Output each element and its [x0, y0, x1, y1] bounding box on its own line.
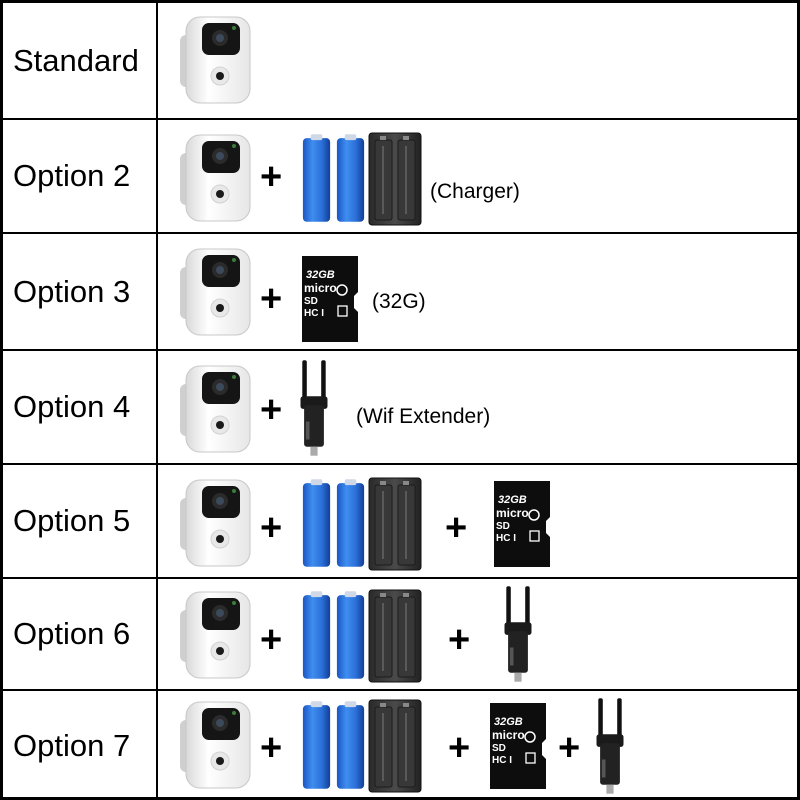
row-label: Option 5: [3, 465, 158, 577]
plus-sign: +: [260, 156, 283, 198]
row-label: Option 6: [3, 579, 158, 689]
plus-sign: +: [260, 389, 283, 431]
charger-note: (Charger): [430, 180, 520, 203]
wifi-extender-icon: [500, 581, 536, 687]
security-camera-icon: [178, 363, 258, 455]
row-content: + (Charger): [160, 120, 800, 232]
battery-charger-icon: [368, 132, 422, 226]
security-camera-icon: [178, 246, 258, 338]
plus-sign: +: [558, 727, 581, 769]
microsd-card-icon: [486, 701, 550, 791]
battery-charger-icon: [368, 589, 422, 683]
plus-sign: +: [448, 619, 471, 661]
plus-sign: +: [445, 507, 468, 549]
row-content: + +: [160, 465, 800, 577]
wifi-extender-icon: [592, 693, 628, 799]
row-label: Option 3: [3, 234, 158, 349]
table-row-option-5: Option 5 + +: [3, 465, 800, 579]
row-content: + (Wif Extender): [160, 351, 800, 463]
row-content: + +: [160, 579, 800, 689]
microsd-card-icon: [490, 479, 554, 569]
battery-charger-icon: [368, 699, 422, 793]
battery-pair-icon: [300, 589, 368, 681]
table-row-option-4: Option 4 + (Wif Extender): [3, 351, 800, 465]
battery-charger-icon: [368, 477, 422, 571]
table-row-option-6: Option 6 + +: [3, 579, 800, 691]
table-row-option-3: Option 3 + (32G): [3, 234, 800, 351]
plus-sign: +: [260, 619, 283, 661]
row-label: Option 4: [3, 351, 158, 463]
plus-sign: +: [260, 278, 283, 320]
plus-sign: +: [260, 507, 283, 549]
row-label: Option 2: [3, 120, 158, 232]
security-camera-icon: [178, 699, 258, 791]
plus-sign: +: [260, 727, 283, 769]
plus-sign: +: [448, 727, 471, 769]
table-row-option-7: Option 7 + + +: [3, 691, 800, 800]
wifi-extender-icon: [296, 355, 332, 461]
row-content: [160, 3, 800, 118]
battery-pair-icon: [300, 699, 368, 791]
security-camera-icon: [178, 132, 258, 224]
extender-note: (Wif Extender): [356, 405, 491, 428]
security-camera-icon: [178, 14, 258, 106]
row-content: + (32G): [160, 234, 800, 349]
table-row-standard: Standard: [3, 3, 800, 120]
security-camera-icon: [178, 589, 258, 681]
security-camera-icon: [178, 477, 258, 569]
battery-pair-icon: [300, 132, 368, 224]
row-label: Option 7: [3, 691, 158, 800]
battery-pair-icon: [300, 477, 368, 569]
row-label: Standard: [3, 3, 158, 118]
capacity-note: (32G): [372, 290, 426, 313]
table-row-option-2: Option 2 + (Charger): [3, 120, 800, 234]
microsd-card-icon: [298, 254, 362, 344]
row-content: + + +: [160, 691, 800, 800]
